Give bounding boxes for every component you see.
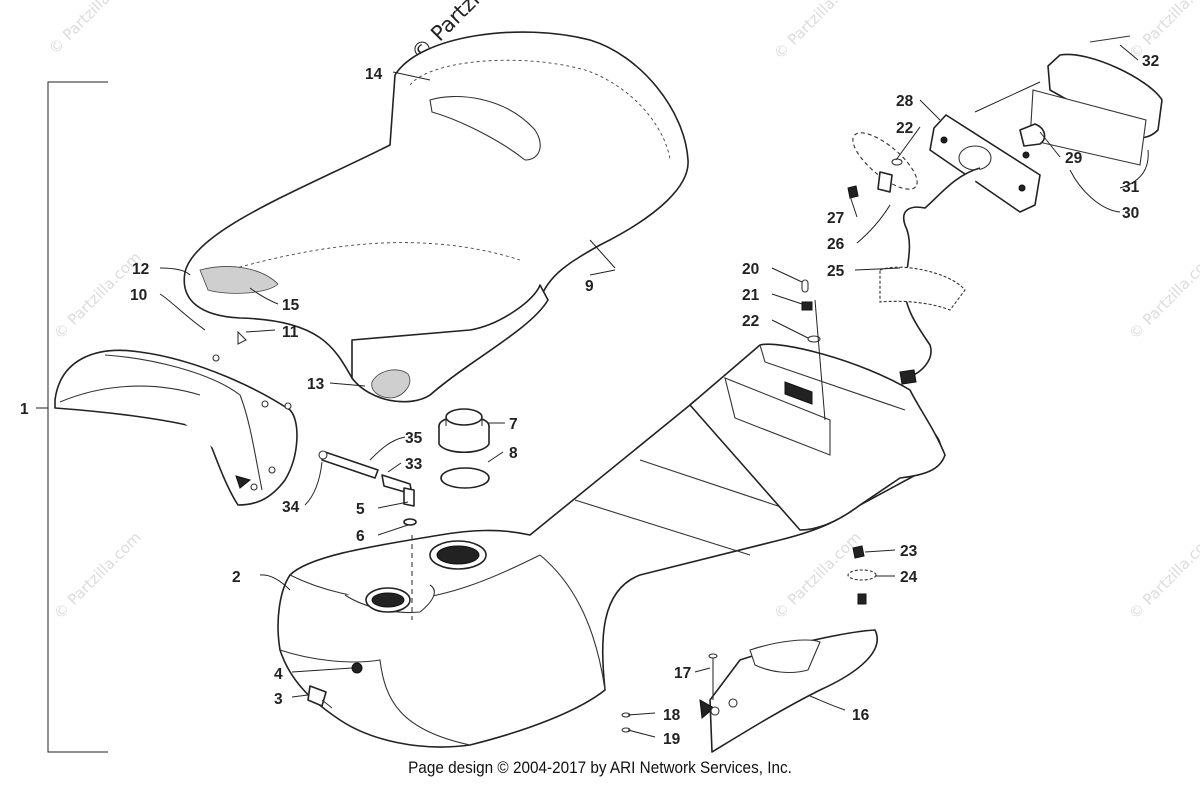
leader-lines: [159, 44, 1149, 738]
callout-26: 26: [827, 236, 845, 253]
callout-31: 31: [1122, 179, 1140, 196]
callout-27: 27: [827, 210, 844, 227]
callout-32: 32: [1142, 53, 1159, 70]
taillight: [847, 35, 1163, 385]
seat: [183, 31, 689, 403]
callout-4: 4: [274, 666, 283, 683]
callout-24: 24: [900, 569, 918, 586]
watermark-text: © Partzilla.com: [1125, 248, 1200, 343]
callout-10: 10: [130, 287, 147, 304]
callout-11: 11: [282, 324, 299, 341]
callout-22-lower: 22: [742, 313, 759, 330]
callout-2: 2: [232, 569, 241, 586]
seat-back-cover: [54, 349, 298, 506]
callout-30: 30: [1122, 205, 1139, 222]
watermark-text: © Partzilla.com: [1125, 528, 1200, 623]
assembly-bracket: [36, 81, 108, 753]
fasteners: [307, 279, 877, 733]
callout-9: 9: [585, 278, 594, 295]
callout-3: 3: [274, 691, 283, 708]
callout-34: 34: [282, 499, 300, 516]
callout-13: 13: [307, 376, 325, 393]
callout-18: 18: [663, 707, 681, 724]
callout-35: 35: [405, 430, 423, 447]
callout-8: 8: [509, 445, 518, 462]
callout-29: 29: [1065, 150, 1083, 167]
watermark-text: © Partzilla.com: [770, 0, 865, 63]
callout-5: 5: [356, 501, 365, 518]
seat-patch-15: [199, 266, 279, 294]
callout-17: 17: [674, 665, 691, 682]
fuel-cap: [438, 408, 490, 489]
callout-19: 19: [663, 731, 681, 748]
page-footer: Page design © 2004-2017 by ARI Network S…: [408, 758, 792, 777]
side-panel: [699, 629, 878, 753]
callout-21: 21: [742, 287, 760, 304]
callout-20: 20: [742, 261, 759, 278]
callout-16: 16: [852, 707, 870, 724]
callout-22-upper: 22: [896, 120, 913, 137]
watermark-text: © Partzilla.com: [1125, 0, 1200, 63]
callout-labels: 1 2 3 4 5 6 7 8 9 10 11 12 13 14 15 16 1…: [20, 53, 1159, 748]
watermark-text: © Partzilla.com: [45, 0, 140, 58]
callout-1: 1: [20, 401, 29, 418]
callout-12: 12: [132, 261, 149, 278]
callout-7: 7: [509, 416, 518, 433]
vent-hose: [318, 450, 417, 620]
callout-28: 28: [896, 93, 914, 110]
callout-33: 33: [405, 456, 423, 473]
callout-6: 6: [356, 528, 365, 545]
watermark-text: © Partzilla.com: [50, 528, 145, 623]
callout-15: 15: [282, 297, 300, 314]
seat-patch-13: [371, 369, 411, 399]
callout-14: 14: [365, 66, 383, 83]
callout-23: 23: [900, 543, 918, 560]
callout-25: 25: [827, 263, 845, 280]
